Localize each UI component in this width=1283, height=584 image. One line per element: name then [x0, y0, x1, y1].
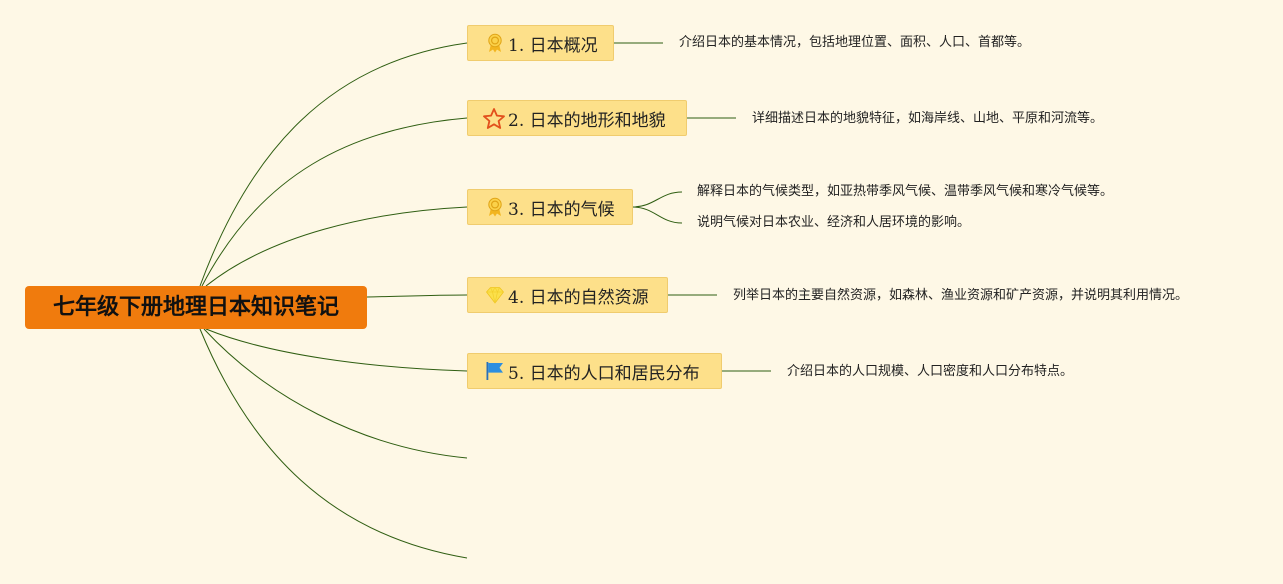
star-outline-icon — [482, 107, 505, 129]
branch-label-4: 4. 日本的自然资源 — [508, 287, 649, 308]
flag-icon — [484, 360, 506, 382]
connector-root-empty-7 — [199, 328, 468, 559]
connector-root-branch-1 — [199, 42, 468, 287]
note-5-1[interactable]: 介绍日本的人口规模、人口密度和人口分布特点。 — [787, 364, 1074, 379]
branch-label-5: 5. 日本的人口和居民分布 — [508, 363, 700, 384]
diamond-icon — [484, 284, 506, 306]
award-ribbon-icon — [484, 196, 506, 218]
branch-topic-1[interactable]: 1. 日本概况 — [467, 25, 614, 61]
branch-label-2: 2. 日本的地形和地貌 — [508, 110, 666, 131]
connector-root-branch-5 — [205, 328, 468, 372]
connector-root-branch-4 — [366, 294, 468, 298]
branch-topic-4[interactable]: 4. 日本的自然资源 — [467, 277, 668, 313]
note-1-1[interactable]: 介绍日本的基本情况，包括地理位置、面积、人口、首都等。 — [679, 35, 1031, 50]
note-4-1[interactable]: 列举日本的主要自然资源，如森林、渔业资源和矿产资源，并说明其利用情况。 — [733, 288, 1189, 303]
branch-topic-3[interactable]: 3. 日本的气候 — [467, 189, 633, 225]
connector-branch-3-note-2 — [631, 206, 683, 224]
connector-root-branch-3 — [205, 206, 468, 287]
branch-label-1: 1. 日本概况 — [508, 35, 598, 56]
branch-label-3: 3. 日本的气候 — [508, 199, 615, 220]
note-3-1[interactable]: 解释日本的气候类型，如亚热带季风气候、温带季风气候和寒冷气候等。 — [697, 184, 1114, 199]
root-topic[interactable]: 七年级下册地理日本知识笔记 — [25, 286, 367, 329]
award-ribbon-icon — [484, 32, 506, 54]
connector-root-branch-2 — [201, 117, 468, 287]
note-3-2[interactable]: 说明气候对日本农业、经济和人居环境的影响。 — [697, 215, 971, 230]
note-2-1[interactable]: 详细描述日本的地貌特征，如海岸线、山地、平原和河流等。 — [752, 111, 1104, 126]
branch-topic-5[interactable]: 5. 日本的人口和居民分布 — [467, 353, 722, 389]
connector-branch-3-note-1 — [631, 191, 683, 208]
connector-root-empty-6 — [203, 328, 468, 459]
branch-topic-2[interactable]: 2. 日本的地形和地貌 — [467, 100, 687, 136]
